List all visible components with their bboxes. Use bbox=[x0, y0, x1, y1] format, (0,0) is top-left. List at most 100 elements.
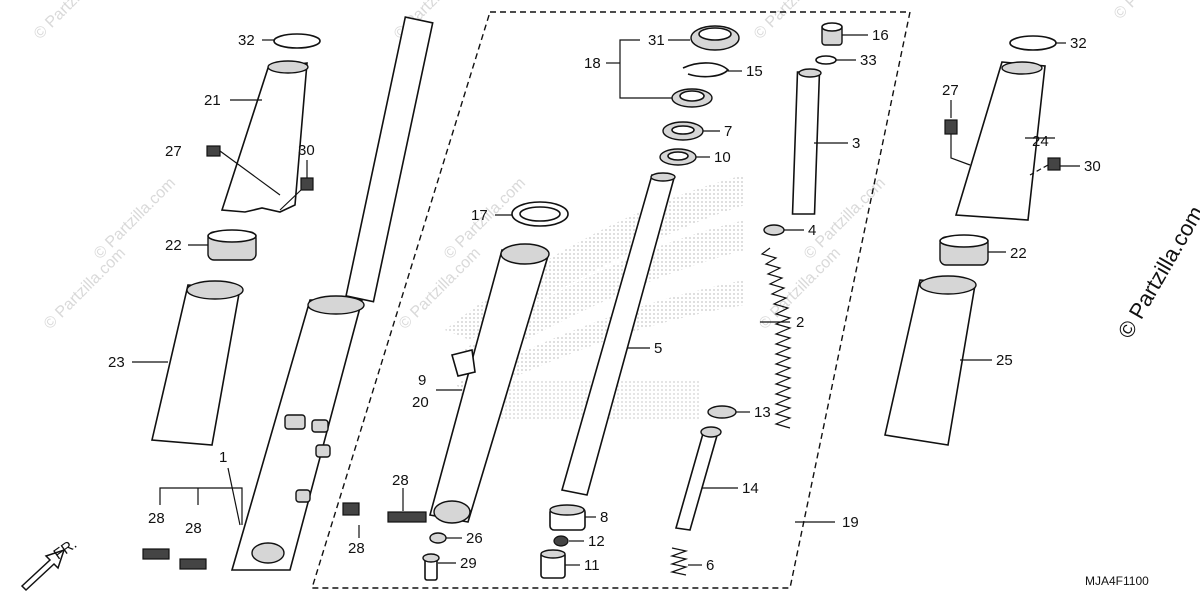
callout-25: 25 bbox=[996, 352, 1013, 369]
callout-14: 14 bbox=[742, 480, 759, 497]
bolt-head bbox=[422, 553, 440, 563]
cover-top-ring bbox=[1001, 61, 1043, 75]
bolt-28 bbox=[387, 511, 427, 523]
fork-spring-2 bbox=[760, 247, 792, 429]
callout-30-right: 30 bbox=[1084, 158, 1101, 175]
callout-19: 19 bbox=[842, 514, 859, 531]
bearing-top bbox=[939, 234, 989, 248]
leader-line bbox=[950, 134, 971, 166]
bolt-27-right bbox=[944, 119, 958, 135]
bolt-28 bbox=[342, 502, 360, 516]
callout-27-right: 27 bbox=[942, 82, 959, 99]
fork-cover-21 bbox=[220, 62, 308, 213]
o-ring-32-right bbox=[1009, 35, 1057, 51]
callout-13: 13 bbox=[754, 404, 771, 421]
cap-bolt-top bbox=[821, 22, 843, 32]
o-ring-33 bbox=[815, 55, 837, 65]
callout-32-right: 32 bbox=[1070, 35, 1087, 52]
callout-6: 6 bbox=[706, 557, 714, 574]
callout-18: 18 bbox=[584, 55, 601, 72]
callout-23: 23 bbox=[108, 354, 125, 371]
fork-boss bbox=[311, 419, 329, 433]
leader-line bbox=[1029, 164, 1049, 176]
bearing-top bbox=[207, 229, 257, 243]
callout-3: 3 bbox=[852, 135, 860, 152]
callout-21: 21 bbox=[204, 92, 221, 109]
lock-top bbox=[540, 549, 566, 559]
washer-7-inner bbox=[671, 125, 695, 135]
callout-5: 5 bbox=[654, 340, 662, 357]
callout-2: 2 bbox=[796, 314, 804, 331]
callout-10: 10 bbox=[714, 149, 731, 166]
fork-cover-23 bbox=[151, 284, 241, 446]
watermark-text: © Partzilla.com bbox=[1111, 0, 1199, 23]
fork-boss bbox=[284, 414, 306, 430]
callout-26: 26 bbox=[466, 530, 483, 547]
fork-slider-1 bbox=[230, 299, 364, 571]
watermark-text: © Partzilla.com bbox=[31, 0, 119, 43]
fork-axle-boss bbox=[251, 542, 285, 564]
slider-top bbox=[500, 243, 550, 265]
callout-28-d: 28 bbox=[348, 540, 365, 557]
slider-axle-boss bbox=[433, 500, 471, 524]
dust-seal-inner bbox=[519, 206, 561, 222]
callout-15: 15 bbox=[746, 63, 763, 80]
callout-28-a: 28 bbox=[148, 510, 165, 527]
damper-rod-14 bbox=[674, 429, 720, 531]
callout-22-right: 22 bbox=[1010, 245, 1027, 262]
seal-18-inner bbox=[679, 90, 705, 102]
leader-bracket bbox=[159, 487, 243, 525]
callout-22-left: 22 bbox=[165, 237, 182, 254]
washer-26 bbox=[429, 532, 447, 544]
callout-28-c: 28 bbox=[392, 472, 409, 489]
fork-boss bbox=[295, 489, 311, 503]
callout-9: 9 bbox=[418, 372, 426, 389]
bushing-top bbox=[549, 504, 585, 516]
callout-4: 4 bbox=[808, 222, 816, 239]
callout-20: 20 bbox=[412, 394, 429, 411]
cover-top-ring bbox=[267, 60, 309, 74]
watermark-text: © Partzilla.com bbox=[41, 245, 129, 333]
bolt-28 bbox=[179, 558, 207, 570]
callout-16: 16 bbox=[872, 27, 889, 44]
leader-line bbox=[279, 189, 302, 211]
callout-33: 33 bbox=[860, 52, 877, 69]
bolt-27-left bbox=[206, 145, 221, 157]
pipe-top bbox=[650, 172, 676, 182]
callout-11: 11 bbox=[584, 557, 600, 574]
washer-4 bbox=[763, 224, 785, 236]
assembly-outline-19 bbox=[311, 11, 911, 589]
seal-31-inner bbox=[698, 27, 732, 41]
callout-7: 7 bbox=[724, 123, 732, 140]
leader-bracket-18 bbox=[619, 39, 672, 99]
bolt-28 bbox=[142, 548, 170, 560]
rebound-spring-6 bbox=[669, 547, 689, 576]
leader-line bbox=[227, 467, 241, 526]
seal-10-inner bbox=[667, 151, 689, 161]
callout-31: 31 bbox=[648, 32, 665, 49]
clip-12 bbox=[553, 535, 569, 547]
callout-17: 17 bbox=[471, 207, 488, 224]
fork-boss bbox=[315, 444, 331, 458]
callout-30-left: 30 bbox=[298, 142, 315, 159]
spacer-top bbox=[798, 68, 822, 78]
cover-top-ring bbox=[186, 280, 244, 300]
bolt-30-right bbox=[1047, 157, 1061, 171]
bolt-30-left bbox=[300, 177, 314, 191]
o-ring-32-left bbox=[273, 33, 321, 49]
watermark-text-main: © Partzilla.com bbox=[1113, 202, 1200, 343]
callout-1: 1 bbox=[219, 449, 227, 466]
fork-seal-ring bbox=[307, 295, 365, 315]
washer-13 bbox=[707, 405, 737, 419]
leader-line bbox=[219, 150, 281, 196]
clip-15 bbox=[682, 62, 730, 78]
cover-top-ring bbox=[919, 275, 977, 295]
callout-32-left: 32 bbox=[238, 32, 255, 49]
callout-12: 12 bbox=[588, 533, 605, 550]
callout-28-b: 28 bbox=[185, 520, 202, 537]
front-arrow-icon: FR. bbox=[20, 535, 80, 592]
callout-29: 29 bbox=[460, 555, 477, 572]
callout-27-left: 27 bbox=[165, 143, 182, 160]
fork-tube-outer bbox=[345, 16, 434, 303]
rod-top bbox=[700, 426, 722, 438]
